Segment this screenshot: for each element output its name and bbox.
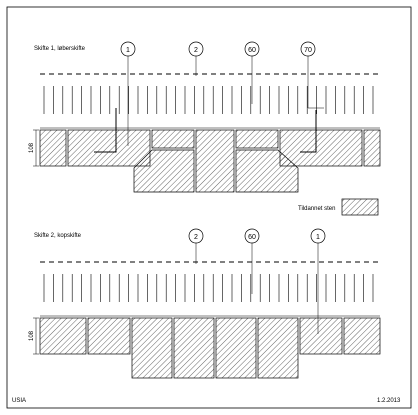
svg-text:70: 70 [304, 47, 312, 54]
sheet-frame [6, 6, 412, 409]
section1-callout-70: 70 [300, 41, 324, 109]
legend-swatch [341, 198, 379, 216]
section1-upper-course [39, 129, 381, 193]
section1-dimension-label: 108 [29, 142, 35, 153]
svg-text:2: 2 [194, 234, 198, 241]
section2-dimension [33, 317, 39, 355]
section2-course [39, 317, 381, 379]
svg-text:2: 2 [194, 47, 198, 54]
section1-shaped-stones [133, 149, 299, 193]
section2-callout-60: 60 [244, 228, 260, 294]
section1-title: Skifte 1, løberskifte [34, 46, 86, 52]
section2-title: Skifte 2, kopskifte [34, 233, 82, 239]
legend-label: Tildannet sten [298, 206, 335, 212]
section1-dimension [33, 129, 39, 167]
section2-callout-2: 2 [188, 228, 204, 264]
section1-ties [43, 86, 374, 114]
section1-callout-60: 60 [244, 41, 260, 104]
section1-callout-1: 1 [120, 41, 136, 146]
footer-right: 1.2.2013 [377, 398, 401, 404]
section2-dimension-label: 108 [29, 330, 35, 341]
footer-left: USIA [12, 398, 26, 404]
section1-callout-2: 2 [188, 41, 204, 76]
section2-callout-1: 1 [310, 228, 326, 334]
section1-wall-ties [94, 108, 317, 153]
svg-text:60: 60 [248, 234, 256, 241]
svg-text:60: 60 [248, 47, 256, 54]
section2-ties [43, 274, 374, 302]
svg-text:1: 1 [126, 47, 130, 54]
svg-text:1: 1 [316, 234, 320, 241]
